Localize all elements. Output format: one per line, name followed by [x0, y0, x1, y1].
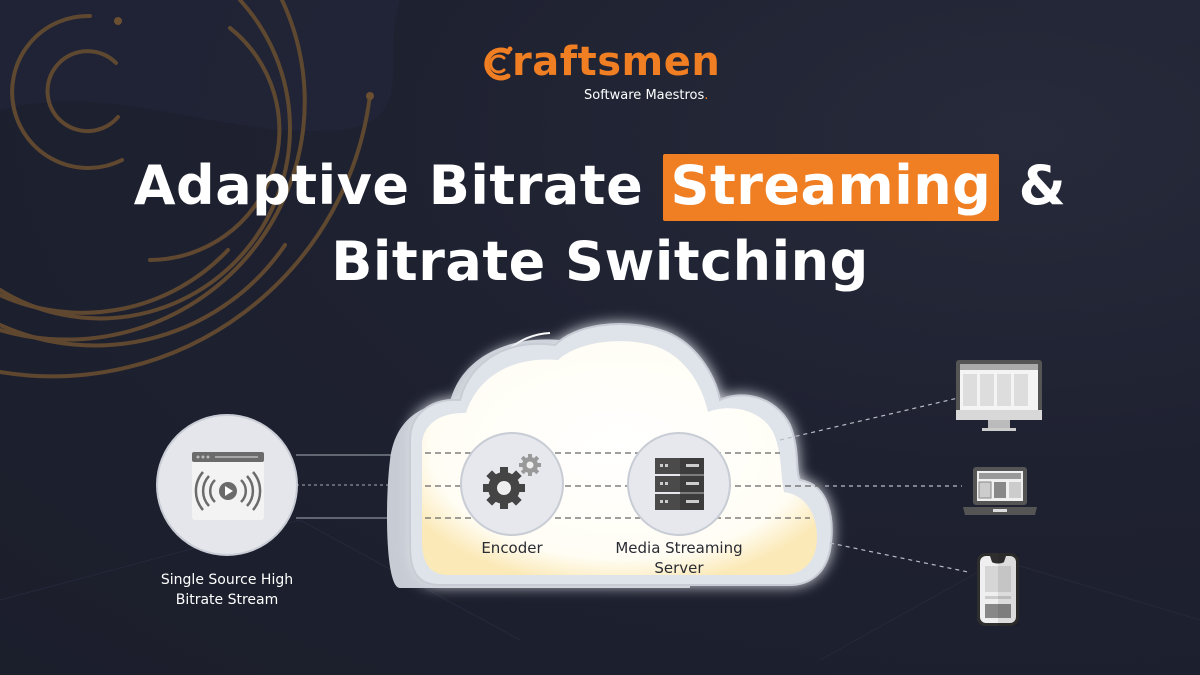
- source-node: [156, 414, 298, 556]
- source-to-cloud-connectors: [296, 454, 400, 519]
- encoder-label: Encoder: [481, 539, 543, 557]
- craftsmen-logo: raftsmen Software Maestros.: [482, 38, 722, 108]
- title-highlight-streaming: Streaming: [662, 154, 1000, 221]
- craftsmen-c-logo-icon: [484, 46, 513, 81]
- source-label-line-2: Bitrate Stream: [175, 592, 279, 608]
- logo-wordmark-text: raftsmen: [512, 39, 721, 85]
- source-label: Single Source High Bitrate Stream: [147, 570, 307, 610]
- encoder-node: [460, 432, 564, 536]
- title-prefix: Adaptive Bitrate: [133, 154, 663, 217]
- title-ampersand: &: [999, 154, 1067, 217]
- media-server-label-line-1: Media Streaming: [615, 539, 743, 557]
- media-server-label: Media Streaming Server: [604, 538, 754, 578]
- source-label-line-1: Single Source High: [160, 572, 294, 588]
- media-server-label-line-2: Server: [654, 559, 704, 577]
- media-streaming-server-node: [627, 432, 731, 536]
- streaming-video-window-icon: [192, 452, 264, 520]
- logo-tagline-text: Software Maestros: [584, 88, 705, 103]
- title-line-2: Bitrate Switching: [331, 230, 869, 293]
- logo-tagline-dot: .: [704, 88, 709, 103]
- laptop-icon: [963, 467, 1037, 515]
- smartphone-icon: [977, 553, 1019, 626]
- logo-tagline: Software Maestros.: [584, 88, 708, 103]
- title-line-1: Adaptive Bitrate Streaming &: [0, 150, 1200, 222]
- server-rack-icon: [655, 458, 704, 510]
- desktop-icon: [956, 360, 1042, 431]
- logo-wordmark: raftsmen: [482, 38, 720, 86]
- cloud-to-device-connectors: [779, 397, 969, 573]
